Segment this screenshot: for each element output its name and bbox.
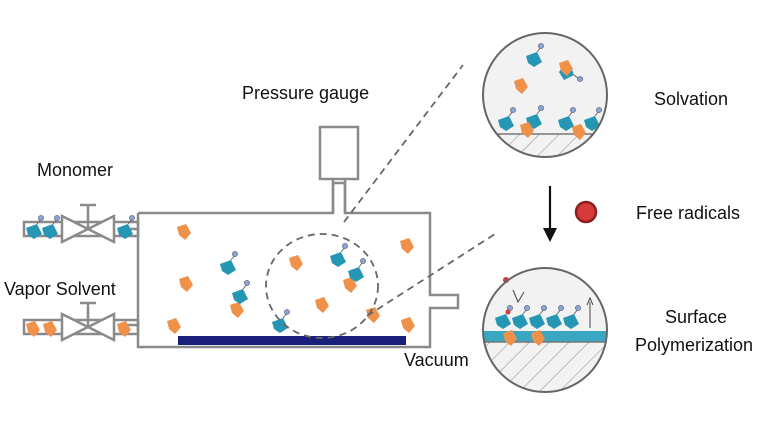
vacuum-label: Vacuum [404, 350, 469, 370]
solvation-label: Solvation [654, 89, 728, 109]
polymerization-inset [482, 267, 608, 393]
leader-line-top [343, 64, 464, 223]
pressure-gauge-label: Pressure gauge [242, 83, 369, 103]
substrate [178, 336, 406, 345]
surface-label: Surface [665, 307, 727, 327]
free-radicals-label: Free radicals [636, 203, 740, 223]
zoom-region [265, 233, 379, 339]
process-arrow [543, 186, 557, 242]
solvation-inset [482, 32, 608, 158]
monomer-inlet [22, 203, 140, 245]
solvent-valve [60, 301, 116, 343]
solvent-inlet [22, 301, 140, 343]
monomer-label: Monomer [37, 160, 113, 180]
leader-line-bottom [366, 233, 496, 317]
free-radical-icon [574, 200, 598, 224]
monomer-valve [60, 203, 116, 245]
polymerization-label: Polymerization [635, 335, 753, 355]
chamber-molecules [167, 224, 415, 334]
vapor-solvent-label: Vapor Solvent [4, 279, 116, 299]
pressure-gauge [318, 125, 360, 213]
